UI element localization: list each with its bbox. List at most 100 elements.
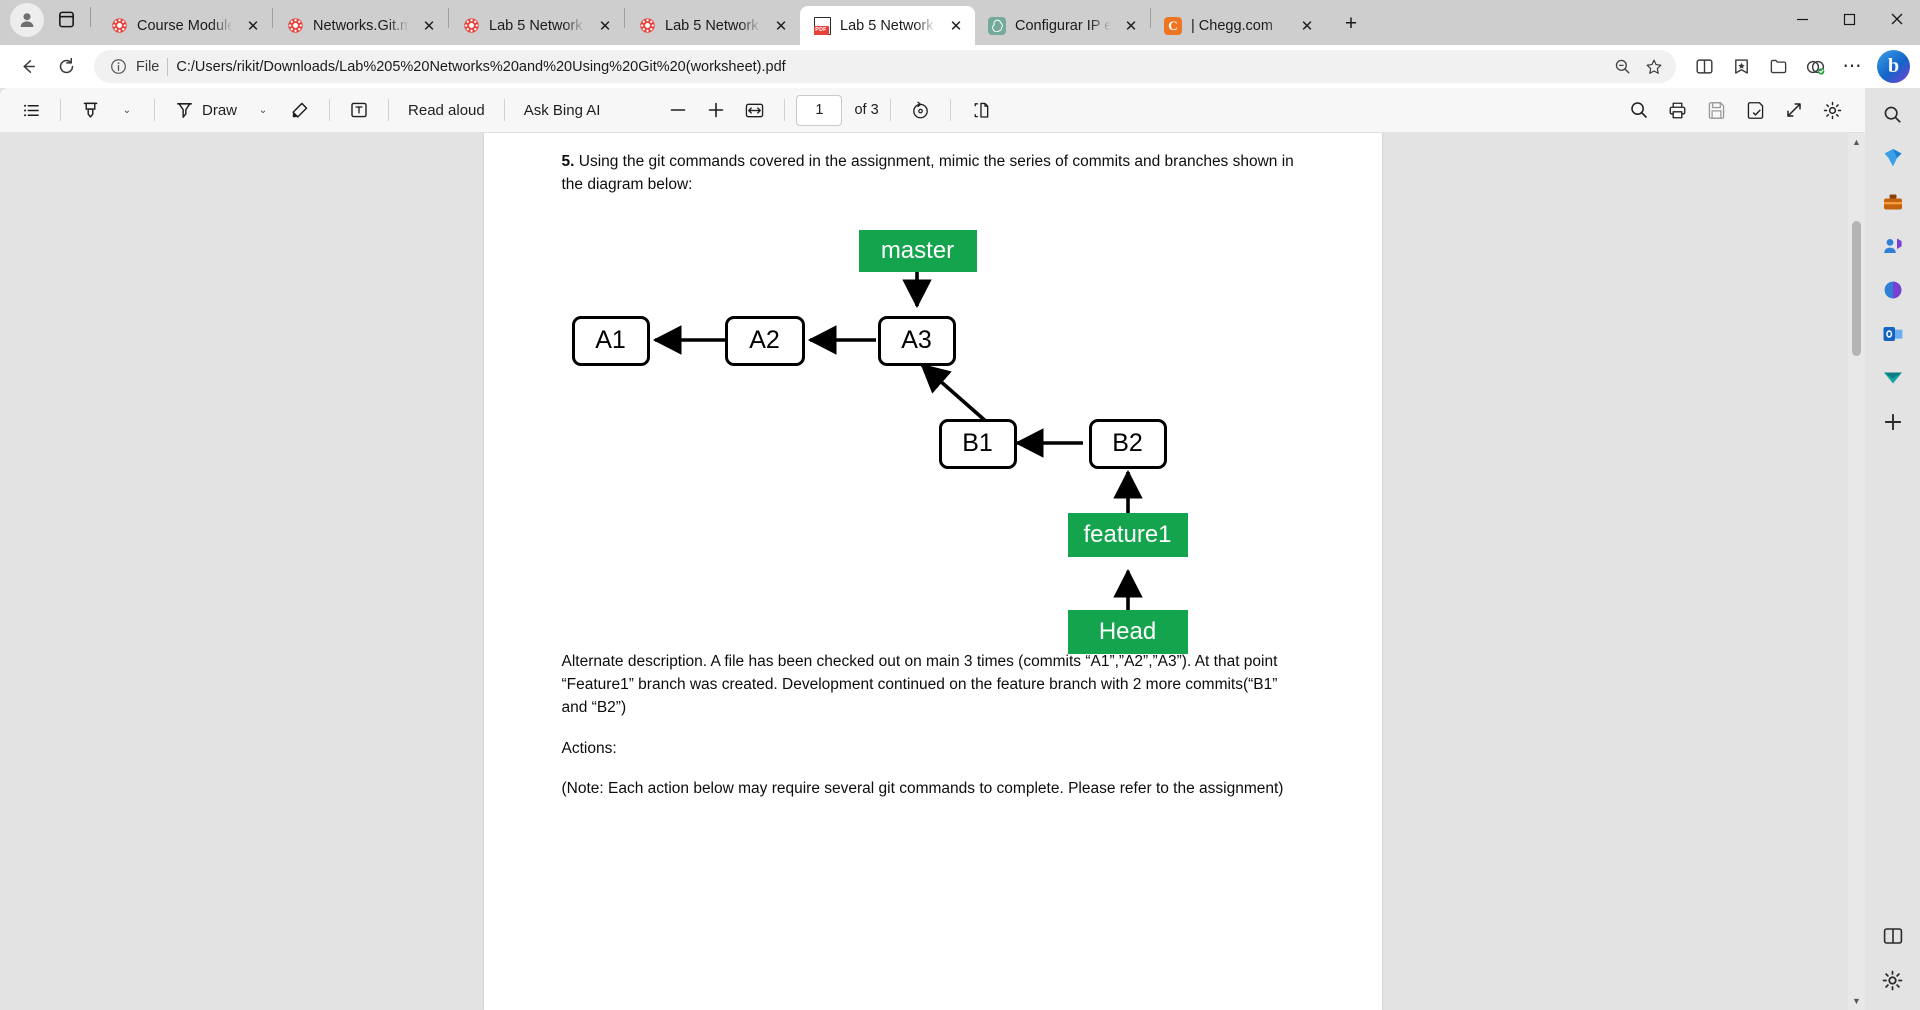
zoom-indicator-button[interactable]: [1608, 53, 1636, 81]
tab-close-button[interactable]: ✕: [1300, 17, 1314, 35]
table-of-contents-button[interactable]: [14, 94, 49, 126]
zoom-out-magnifier-icon: [1615, 59, 1629, 74]
tab-divider: [624, 7, 625, 28]
highlight-button[interactable]: [72, 94, 109, 126]
toolbar-divider: [503, 99, 505, 121]
edge-sidebar-settings-button[interactable]: [1875, 962, 1911, 998]
refresh-button[interactable]: [48, 51, 84, 83]
chevron-down-icon: ⌄: [122, 104, 132, 116]
browser-tab-active[interactable]: Lab 5 Network✕: [800, 6, 975, 45]
browser-tab[interactable]: Lab 5 Network✕: [449, 6, 624, 45]
add-favorite-button[interactable]: [1640, 53, 1668, 81]
ask-bing-ai-button[interactable]: Ask Bing AI: [523, 101, 601, 119]
highlight-options-button[interactable]: ⌄: [111, 94, 143, 126]
edge-sidebar-drop-button[interactable]: [1875, 228, 1911, 264]
draw-button[interactable]: Draw: [166, 94, 245, 126]
commit-node-A1: A1: [571, 315, 650, 366]
tab-bar-divider: [90, 6, 91, 27]
branch-label-head-text: Head: [1098, 617, 1157, 645]
maximize-button[interactable]: [1826, 0, 1873, 38]
url-bar[interactable]: File C:/Users/rikit/Downloads/Lab%205%20…: [94, 50, 1676, 83]
rotate-button[interactable]: [902, 94, 939, 126]
search-in-document-button[interactable]: [1621, 94, 1657, 126]
edge-sidebar-shopping-button[interactable]: [1875, 184, 1911, 220]
scroll-up-button[interactable]: ▲: [1852, 137, 1861, 147]
back-button[interactable]: [10, 51, 46, 83]
avatar-icon: [20, 13, 34, 27]
page-number-input[interactable]: 1: [796, 94, 843, 126]
toolbar-divider: [329, 99, 331, 121]
tab-title: | Chegg.com: [1191, 17, 1273, 34]
minimize-button[interactable]: [1779, 0, 1826, 38]
save-as-button[interactable]: [1737, 94, 1774, 126]
tab-close-button[interactable]: ✕: [598, 17, 612, 35]
edge-sidebar-search-button[interactable]: [1875, 96, 1911, 132]
tab-close-button[interactable]: ✕: [949, 17, 963, 35]
browser-tab[interactable]: Networks.Git.m✕: [273, 6, 448, 45]
canvas-icon: [111, 18, 127, 33]
zoom-out-button[interactable]: [660, 94, 696, 126]
pdf-vertical-scrollbar[interactable]: ▲ ▼: [1848, 133, 1865, 1010]
page-layout-button[interactable]: [962, 94, 999, 126]
browser-tab[interactable]: Configurar IP e✕: [975, 6, 1150, 45]
tab-favicon: [110, 17, 128, 35]
zoom-in-button[interactable]: [698, 94, 734, 126]
browser-tab[interactable]: C| Chegg.com✕: [1151, 6, 1326, 45]
toolbar-divider: [154, 99, 155, 121]
page-total-label: of 3: [854, 102, 879, 118]
read-aloud-button[interactable]: Read aloud: [408, 101, 485, 119]
branch-label-feature1: feature1: [1067, 512, 1188, 557]
edge-sidebar-outlook-button[interactable]: [1875, 316, 1911, 352]
pdf-settings-button[interactable]: [1814, 94, 1851, 126]
url-text[interactable]: C:/Users/rikit/Downloads/Lab%205%20Netwo…: [176, 58, 786, 75]
fit-to-width-button[interactable]: [736, 94, 773, 126]
erase-button[interactable]: [281, 94, 318, 126]
site-info-icon[interactable]: [108, 57, 128, 77]
url-separator: [167, 57, 169, 76]
scroll-down-button[interactable]: ▼: [1852, 996, 1861, 1006]
favorites-button[interactable]: [1760, 51, 1796, 83]
add-text-button[interactable]: [341, 94, 377, 126]
maximize-icon: [1843, 13, 1856, 25]
edge-sidebar-copilot-button[interactable]: [1875, 140, 1911, 176]
commit-node-A3-text: A3: [901, 326, 932, 355]
collections-button[interactable]: [1723, 51, 1759, 83]
split-screen-icon: [1883, 928, 1902, 944]
favorites-folder-icon: [1770, 59, 1786, 74]
profile-avatar-button[interactable]: [10, 3, 44, 37]
scrollbar-thumb[interactable]: [1852, 221, 1861, 356]
tab-close-button[interactable]: ✕: [1124, 17, 1138, 35]
save-button[interactable]: [1698, 94, 1735, 126]
edge-sidebar-essentials-button[interactable]: [1875, 272, 1911, 308]
tab-actions-button[interactable]: [50, 4, 82, 36]
browser-essentials-button[interactable]: [1797, 51, 1833, 83]
tab-close-button[interactable]: ✕: [774, 17, 788, 35]
toolbar-divider: [388, 99, 390, 121]
minimize-icon: [1797, 18, 1808, 20]
tab-title: Lab 5 Network: [665, 17, 759, 34]
browser-tab[interactable]: Course Module✕: [97, 6, 272, 45]
close-window-button[interactable]: [1873, 0, 1920, 38]
tab-close-button[interactable]: ✕: [422, 17, 436, 35]
commit-node-A2-text: A2: [749, 326, 780, 355]
new-tab-button[interactable]: +: [1344, 12, 1358, 35]
edge-sidebar-add-button[interactable]: [1875, 404, 1911, 440]
fullscreen-button[interactable]: [1776, 94, 1812, 126]
browser-toolbar-actions: ⋯ b: [1686, 50, 1910, 83]
edge-sidebar-split-button[interactable]: [1875, 918, 1911, 954]
pdf-viewer-area[interactable]: 5. Using the git commands covered in the…: [0, 133, 1865, 1010]
pdf-scroll-container: 5. Using the git commands covered in the…: [0, 133, 1865, 1010]
browser-tab[interactable]: Lab 5 Network ✕: [625, 6, 800, 45]
tab-close-button[interactable]: ✕: [246, 17, 260, 35]
scrollbar-track[interactable]: [1848, 151, 1865, 992]
edge-sidebar-send-button[interactable]: [1875, 360, 1911, 396]
split-screen-button[interactable]: [1686, 51, 1722, 83]
settings-and-more-button[interactable]: ⋯: [1842, 56, 1862, 77]
copilot-button[interactable]: b: [1877, 50, 1910, 83]
browser-tab-bar: Course Module✕Networks.Git.m✕ Lab 5 Netwo…: [0, 0, 1920, 45]
print-button[interactable]: [1659, 94, 1696, 126]
search-icon: [1884, 106, 1901, 123]
draw-options-button[interactable]: ⌄: [247, 94, 279, 126]
pdf-toolbar-right-actions: [1621, 94, 1851, 126]
canvas-icon: [287, 18, 303, 33]
